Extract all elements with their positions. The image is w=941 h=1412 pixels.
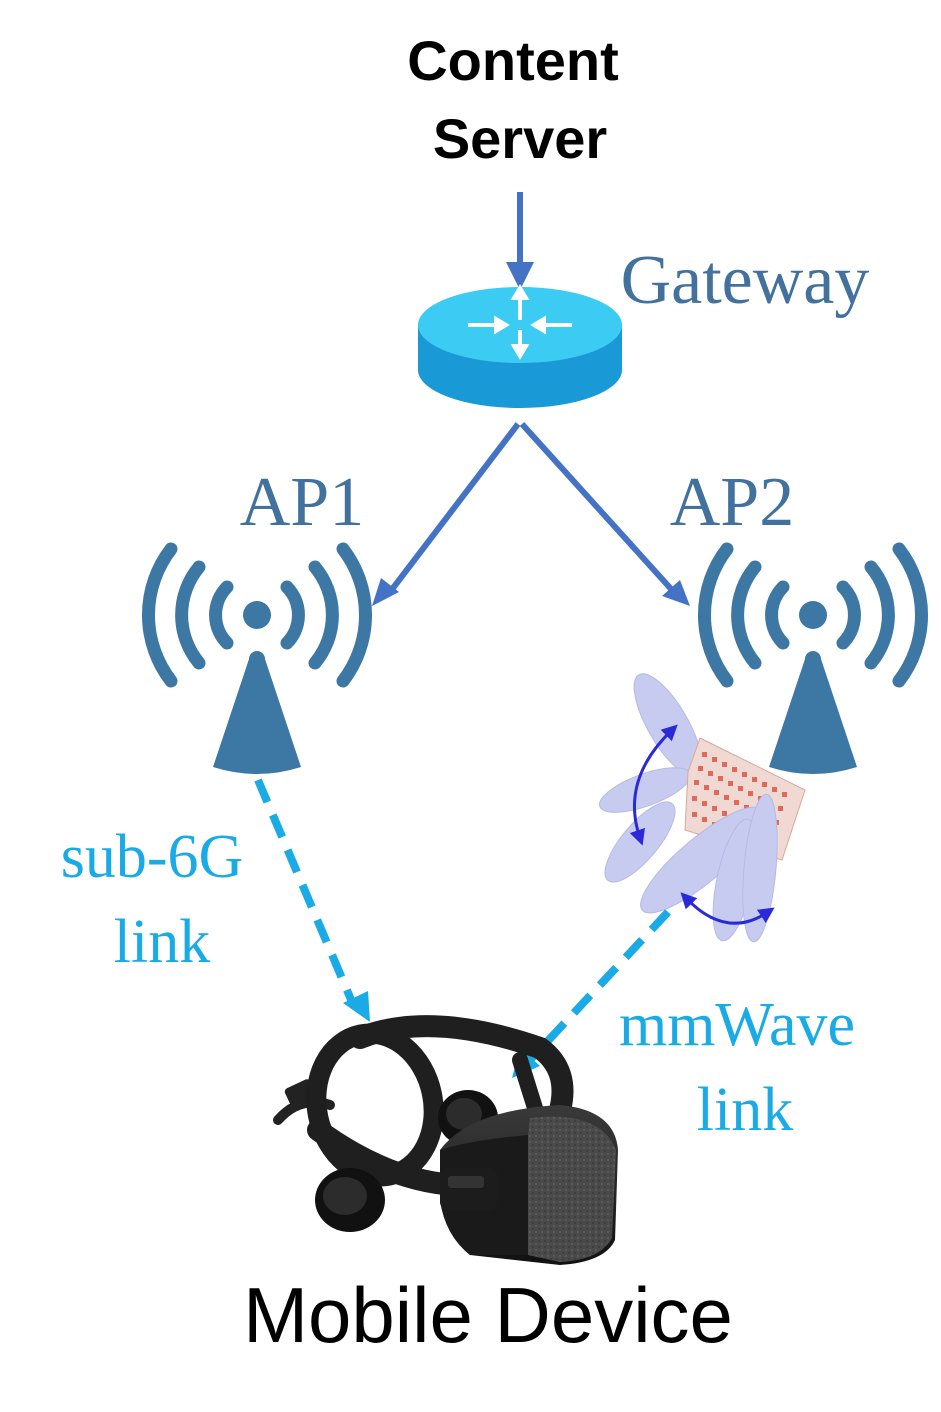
gateway-to-ap2-arrow	[519, 421, 675, 593]
content-server-label-line1: Content	[407, 29, 619, 92]
mmwave-link-label-line1: mmWave	[619, 991, 855, 1059]
sub6g-link-arrowhead	[343, 991, 370, 1022]
content-server-label-line2: Server	[433, 107, 607, 170]
mmwave-link-line	[527, 909, 671, 1063]
router-icon	[418, 284, 622, 408]
gateway-to-ap1-arrow	[387, 422, 521, 594]
mmwave-link-label-line2: link	[697, 1076, 793, 1144]
sub6g-link-label-line2: link	[114, 908, 210, 976]
ap1-label: AP1	[240, 464, 364, 541]
gateway-label: Gateway	[621, 242, 870, 319]
wifi-access-point-icon	[698, 542, 928, 774]
vr-headset-icon	[273, 1015, 618, 1265]
wifi-access-point-icon	[142, 542, 372, 774]
sub6g-link-label-line1: sub-6G	[61, 823, 244, 891]
phased-array-beam-icon	[599, 673, 806, 943]
mobile-device-label: Mobile Device	[243, 1271, 733, 1359]
server-to-gateway-arrowhead	[506, 262, 534, 290]
ap2-label: AP2	[670, 464, 794, 541]
sub6g-link-line	[254, 778, 356, 1004]
gateway-to-ap1-arrowhead	[372, 578, 399, 606]
gateway-to-ap2-arrowhead	[662, 580, 690, 606]
